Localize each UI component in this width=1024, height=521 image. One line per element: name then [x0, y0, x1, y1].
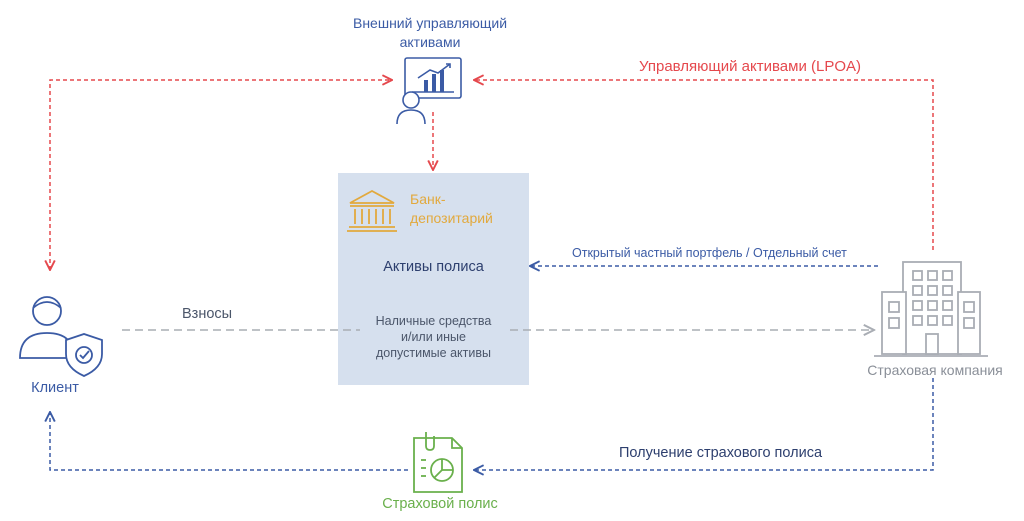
insurer-icon: [874, 261, 988, 357]
portfolio-label: Открытый частный портфель / Отдельный сч…: [572, 246, 847, 260]
cash-label: Наличные средства и/или иные допустимые …: [338, 313, 529, 361]
policy-label: Страховой полис: [382, 496, 498, 512]
contributions-label: Взносы: [182, 306, 233, 322]
edge-lpoa: [474, 80, 934, 250]
cash-line2: и/или иные: [400, 330, 466, 344]
lpoa-label: Управляющий активами (LPOA): [639, 58, 862, 75]
policy-receipt-label: Получение страхового полиса: [619, 445, 823, 461]
manager-icon: [396, 57, 462, 125]
client-label: Клиент: [31, 380, 79, 396]
bank-title-line2: депозитарий: [410, 210, 493, 226]
manager-title-line2: активами: [399, 34, 461, 50]
bank-icon: [347, 189, 397, 232]
edge-policy-client: [50, 412, 408, 471]
cash-line3: допустимые активы: [376, 346, 491, 360]
bank-title-line1: Банк-: [410, 191, 446, 207]
bank-title: Банк- депозитарий: [410, 190, 520, 228]
insurer-label: Страховая компания: [867, 362, 1003, 378]
manager-title: Внешний управляющий активами: [330, 14, 530, 52]
edge-client-manager: [50, 80, 392, 270]
cash-line1: Наличные средства: [375, 314, 492, 328]
manager-title-line1: Внешний управляющий: [352, 15, 508, 31]
client-icon: [19, 296, 103, 377]
edge-policy-receipt: [474, 378, 934, 470]
policy-icon: [413, 432, 463, 493]
assets-title: Активы полиса: [383, 259, 484, 275]
